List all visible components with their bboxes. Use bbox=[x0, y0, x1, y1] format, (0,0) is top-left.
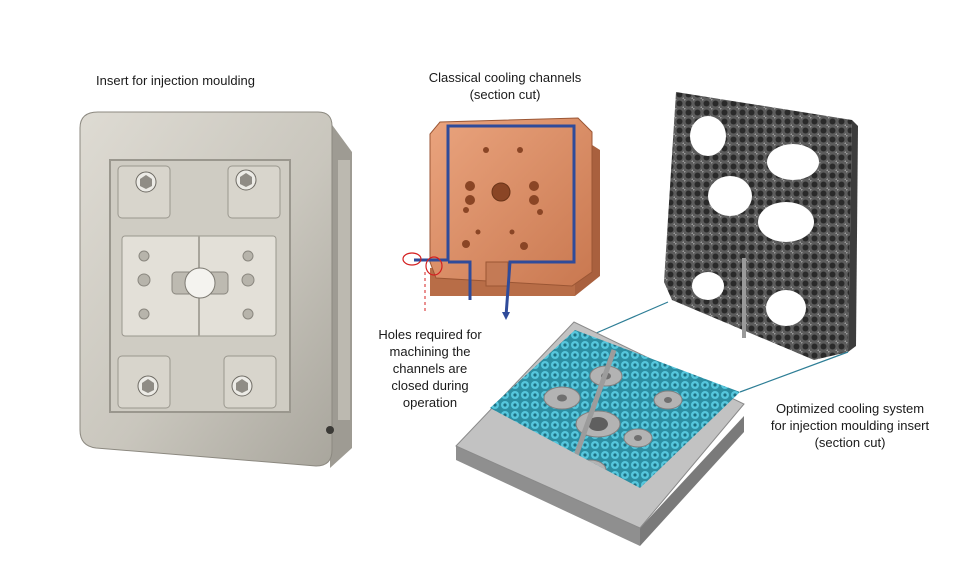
insert-title-text: Insert for injection moulding bbox=[96, 73, 255, 88]
holes-note-label: Holes required for machining the channel… bbox=[360, 326, 500, 411]
optimized-cooling-label: Optimized cooling system for injection m… bbox=[752, 400, 948, 451]
insert-hole bbox=[138, 308, 150, 320]
insert-model bbox=[79, 111, 352, 468]
channel-arrow-icon bbox=[502, 312, 510, 320]
copper-center-hole bbox=[491, 182, 511, 202]
leader-line bbox=[593, 301, 669, 335]
insert-side-rib bbox=[338, 160, 350, 420]
optimized-center-bore bbox=[588, 417, 608, 431]
optimized-insert-model bbox=[455, 321, 745, 546]
holes-note-line-5: operation bbox=[402, 395, 458, 410]
classical-cooling-line-2: (section cut) bbox=[469, 87, 541, 102]
copper-insert-model bbox=[402, 117, 600, 320]
lattice-section-model bbox=[664, 92, 858, 360]
optimized-boss-hole bbox=[634, 435, 642, 441]
insert-side-port bbox=[326, 426, 334, 434]
copper-hole bbox=[509, 229, 515, 235]
insert-center-bore bbox=[184, 267, 216, 299]
copper-hole bbox=[475, 229, 481, 235]
copper-hole bbox=[517, 147, 523, 153]
holes-note-line-3: channels are bbox=[392, 361, 468, 376]
machining-hole-marker bbox=[425, 256, 443, 276]
insert-hole bbox=[241, 273, 255, 287]
optimized-base-front bbox=[456, 446, 640, 546]
copper-hole bbox=[465, 181, 475, 191]
insert-hole bbox=[242, 250, 254, 262]
copper-hole bbox=[529, 181, 539, 191]
cooling-channel-inlet bbox=[448, 260, 472, 300]
screw-top-left bbox=[135, 171, 157, 193]
copper-top-face bbox=[429, 117, 593, 287]
optimized-line-1: Optimized cooling system bbox=[775, 401, 925, 416]
lattice-split bbox=[742, 258, 746, 338]
lattice-cutout bbox=[766, 290, 806, 326]
lattice-cutout bbox=[708, 176, 752, 216]
copper-hole bbox=[520, 242, 528, 250]
holes-note-line-2: machining the bbox=[389, 344, 471, 359]
copper-hole bbox=[529, 195, 539, 205]
optimized-boss-hole bbox=[557, 394, 567, 402]
classical-cooling-label: Classical cooling channels (section cut) bbox=[405, 69, 605, 103]
insert-hole bbox=[138, 250, 150, 262]
holes-note-line-1: Holes required for bbox=[378, 327, 482, 342]
optimized-line-2: for injection moulding insert bbox=[770, 418, 930, 433]
lattice-cutout bbox=[692, 272, 724, 300]
optimized-lattice-field bbox=[490, 330, 740, 488]
cooling-channel-path bbox=[414, 124, 576, 317]
optimized-boss-hole bbox=[664, 397, 672, 403]
lattice-cutout bbox=[758, 202, 814, 242]
copper-hole bbox=[483, 147, 489, 153]
screw-top-right bbox=[235, 169, 257, 191]
screw-bottom-left bbox=[137, 375, 159, 397]
lattice-side-strip bbox=[848, 120, 858, 352]
copper-hole bbox=[465, 195, 475, 205]
copper-hole bbox=[462, 240, 470, 248]
classical-cooling-line-1: Classical cooling channels bbox=[428, 70, 582, 85]
copper-bottom-slot bbox=[485, 261, 509, 287]
lattice-cutout bbox=[767, 144, 819, 180]
copper-hole bbox=[537, 209, 543, 215]
screw-bottom-right bbox=[231, 375, 253, 397]
leader-line bbox=[739, 351, 849, 393]
holes-note-line-4: closed during bbox=[391, 378, 469, 393]
insert-hole bbox=[137, 273, 151, 287]
insert-hole bbox=[242, 308, 254, 320]
lattice-cutout bbox=[690, 116, 726, 156]
optimized-base-right bbox=[640, 416, 744, 546]
copper-hole bbox=[463, 207, 469, 213]
optimized-line-3: (section cut) bbox=[814, 435, 886, 450]
machining-hole-marker bbox=[402, 252, 422, 266]
insert-title: Insert for injection moulding bbox=[96, 72, 255, 89]
